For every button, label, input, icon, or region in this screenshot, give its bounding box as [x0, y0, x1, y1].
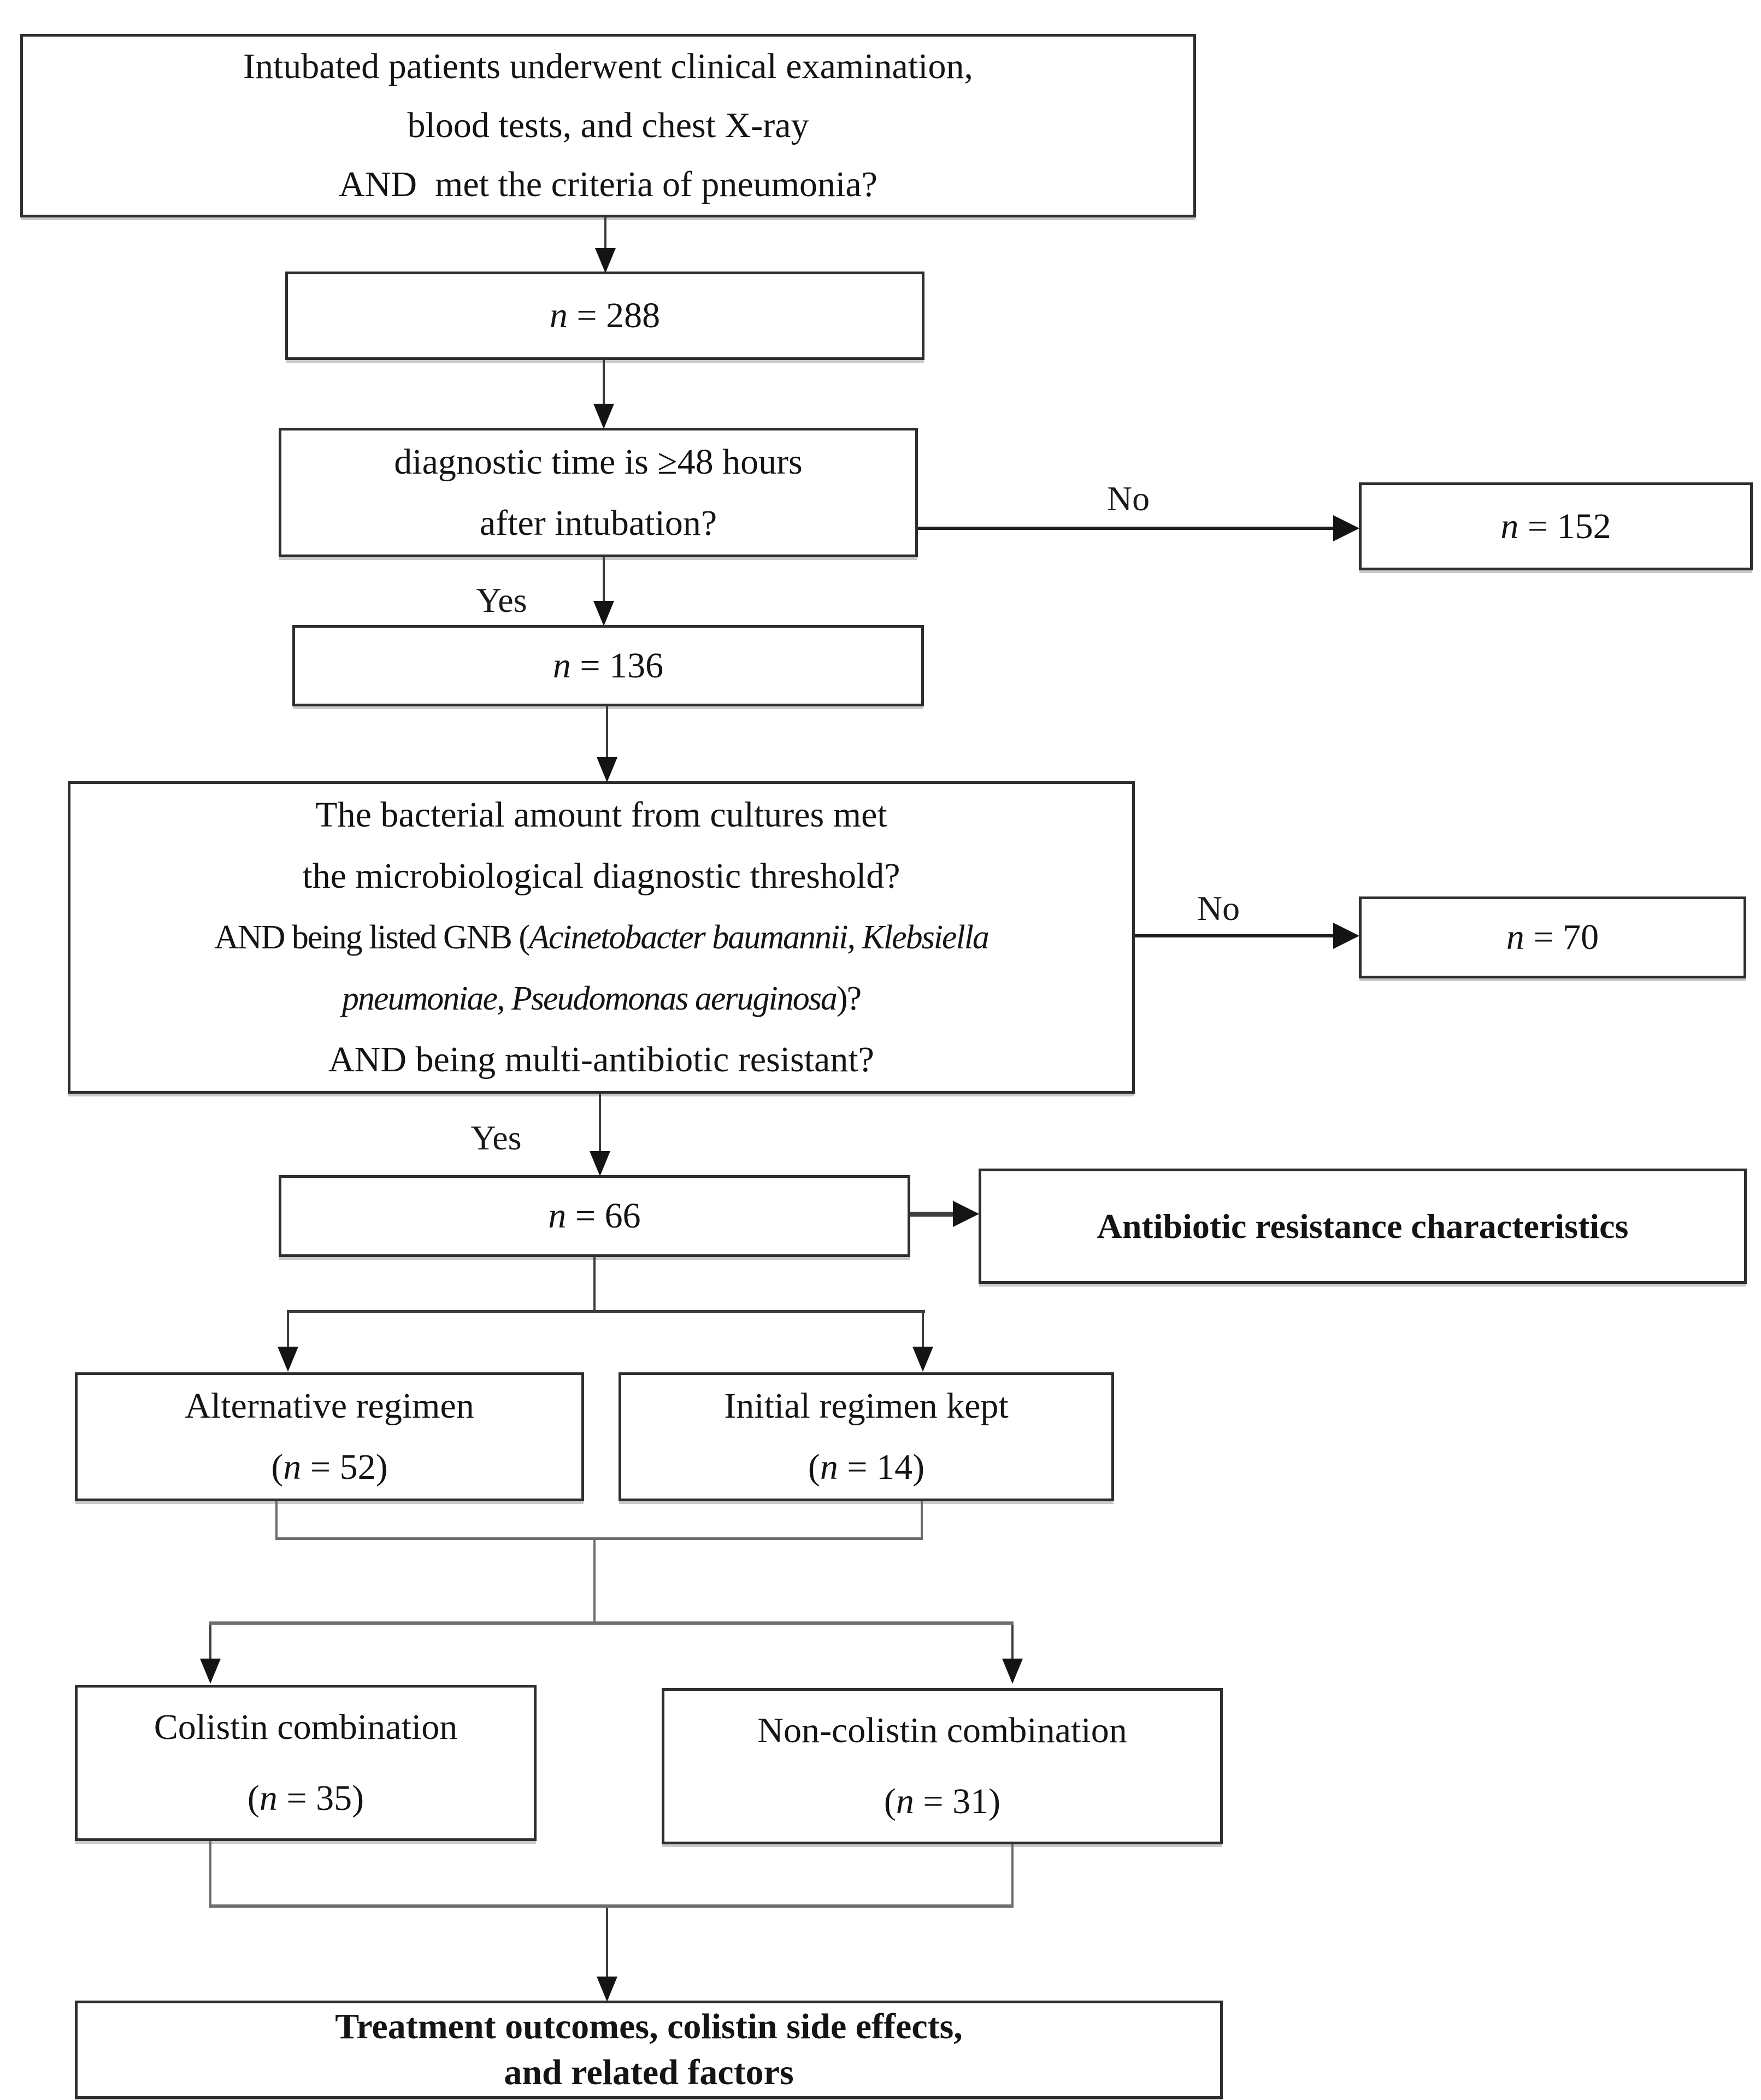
arrowhead-no-1: [1333, 515, 1359, 541]
arrow-line-bacterial-to-n66: [599, 1094, 601, 1151]
text-line: Antibiotic resistance characteristics: [1097, 1206, 1629, 1246]
text-line: blood tests, and chest X-ray: [407, 105, 809, 145]
flow-box-n66: n = 66: [279, 1175, 910, 1257]
text-line: after intubation?: [479, 503, 717, 543]
arrowhead-diagnostic-to-n136: [593, 601, 614, 626]
arrowhead-n66-to-resistance: [953, 1201, 979, 1227]
arrowhead-to-alternative: [278, 1347, 298, 1372]
merge-line-alternative: [275, 1501, 278, 1539]
arrow-line-diagnostic-to-n136: [603, 557, 605, 601]
text-line: AND being multi-antibiotic resistant?: [328, 1040, 874, 1080]
flow-box-treatment-outcomes: Treatment outcomes, colistin side effect…: [75, 2001, 1223, 2099]
arrow-line-to-alternative: [287, 1313, 289, 1347]
branch-line-no-2: [1135, 934, 1333, 937]
arrowhead-n136-to-bacterial: [597, 757, 617, 782]
text-line: diagnostic time is ≥48 hours: [394, 441, 803, 482]
text-line: (n = 35): [247, 1778, 364, 1818]
branch-line-no-1: [918, 527, 1333, 530]
arrowhead-n288-to-diagnostic: [593, 404, 614, 429]
text-line: Alternative regimen: [185, 1386, 474, 1426]
arrowhead-bacterial-to-n66: [590, 1151, 610, 1176]
text-line: (n = 31): [884, 1782, 1001, 1821]
arrow-line-n136-to-bacterial: [606, 706, 608, 757]
arrowhead-to-colistin: [200, 1659, 221, 1684]
flow-box-microbiological-criteria: The bacterial amount from cultures met th…: [68, 781, 1135, 1094]
text-line: n = 136: [552, 645, 664, 686]
split-bar-regimens: [287, 1310, 925, 1313]
text-line: Intubated patients underwent clinical ex…: [243, 46, 974, 86]
text-line: n = 66: [548, 1196, 641, 1236]
arrowhead-to-outcomes: [597, 1977, 617, 2002]
flow-box-alternative-regimen: Alternative regimen (n = 52): [75, 1372, 584, 1501]
text-line: pneumoniae, Pseudomonas aeruginosa)?: [341, 980, 862, 1017]
arrowhead-to-noncolistin: [1002, 1659, 1023, 1684]
merge-line-colistin: [209, 1841, 211, 1907]
flow-box-n288: n = 288: [285, 272, 924, 360]
arrow-line-to-noncolistin: [1011, 1625, 1014, 1659]
flow-box-non-colistin-combination: Non-colistin combination (n = 31): [662, 1688, 1223, 1844]
arrow-line-to-outcomes: [606, 1908, 608, 1977]
text-line: n = 70: [1506, 917, 1599, 957]
flow-box-n136: n = 136: [292, 625, 924, 706]
arrow-line-n66-to-resistance: [910, 1212, 954, 1217]
text-line: Treatment outcomes, colistin side effect…: [335, 2007, 963, 2046]
flow-box-diagnostic-time: diagnostic time is ≥48 hours after intuba…: [279, 428, 918, 557]
flow-box-colistin-combination: Colistin combination (n = 35): [75, 1685, 537, 1841]
text-line: The bacterial amount from cultures met: [315, 795, 887, 835]
branch-label-no-2: No: [1197, 889, 1240, 928]
flow-box-initial-regimen-kept: Initial regimen kept (n = 14): [619, 1372, 1114, 1501]
merge-line-noncolistin: [1011, 1844, 1014, 1907]
branch-label-yes-2: Yes: [470, 1118, 522, 1157]
text-line: and related factors: [504, 2052, 794, 2092]
merge-line-initial: [921, 1501, 923, 1539]
flow-box-n152-excluded: n = 152: [1359, 482, 1753, 570]
arrow-line-criteria-to-n288: [604, 217, 606, 248]
branch-label-yes-1: Yes: [476, 581, 527, 620]
arrowhead-to-initial: [912, 1347, 933, 1372]
split-stem-n66: [593, 1257, 596, 1312]
arrowhead-criteria-to-n288: [595, 248, 616, 273]
flow-box-criteria: Intubated patients underwent clinical ex…: [20, 34, 1196, 217]
text-line: the microbiological diagnostic threshold…: [302, 856, 900, 896]
arrow-line-to-initial: [922, 1313, 924, 1347]
text-line: Initial regimen kept: [724, 1386, 1009, 1426]
text-line: (n = 14): [808, 1447, 925, 1487]
merge-bar-regimens: [275, 1537, 923, 1540]
split-bar-combinations: [209, 1621, 1014, 1625]
arrow-line-to-colistin: [209, 1625, 211, 1659]
flow-box-antibiotic-resistance-characteristics: Antibiotic resistance characteristics: [979, 1169, 1747, 1284]
merge-stem-regimens: [593, 1540, 596, 1624]
text-line: n = 288: [549, 296, 661, 335]
text-line: (n = 52): [271, 1447, 388, 1487]
text-line: Non-colistin combination: [757, 1710, 1127, 1750]
text-line: AND met the criteria of pneumonia?: [339, 164, 877, 204]
flow-box-n70-excluded: n = 70: [1359, 896, 1746, 978]
arrow-line-n288-to-diagnostic: [603, 360, 605, 404]
text-line: AND being listed GNB (Acinetobacter baum…: [214, 919, 990, 956]
text-line: n = 152: [1500, 506, 1611, 546]
arrowhead-no-2: [1333, 923, 1359, 949]
text-line: Colistin combination: [154, 1707, 458, 1747]
merge-bar-combinations: [209, 1904, 1014, 1908]
branch-label-no-1: No: [1106, 479, 1150, 518]
